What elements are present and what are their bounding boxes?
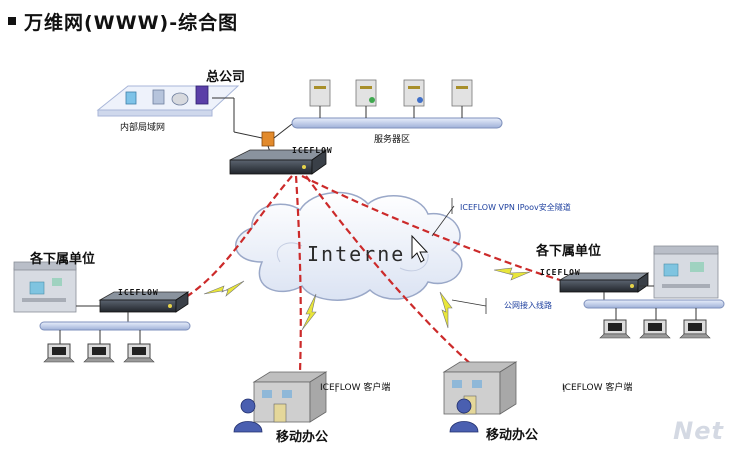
server-icon bbox=[195, 85, 209, 105]
tunnel-branch-right bbox=[301, 175, 561, 282]
label-internet: Interne bbox=[307, 242, 406, 266]
branch-right bbox=[558, 245, 725, 339]
person-icon bbox=[233, 398, 263, 433]
branch-left-bus bbox=[39, 321, 191, 331]
building-icon bbox=[653, 245, 719, 299]
label-public-line: 公网接入线路 bbox=[504, 301, 552, 310]
callout-lines bbox=[335, 198, 565, 392]
label-mobile-office-left: 移动办公 bbox=[276, 430, 329, 445]
lightning-icon bbox=[493, 267, 531, 281]
label-branch-right: 各下属单位 bbox=[536, 244, 602, 259]
slide-header: 万维网(WWW)-综合图 bbox=[8, 6, 238, 36]
mobile-office-right bbox=[442, 361, 518, 433]
person-icon bbox=[449, 398, 479, 433]
label-device-hq: ICEFLOW bbox=[292, 146, 333, 155]
computer-icon bbox=[639, 308, 671, 339]
router-hq bbox=[229, 149, 328, 175]
label-internal-lan: 内部局域网 bbox=[120, 123, 166, 133]
internal-lan bbox=[96, 85, 240, 132]
tunnel-mobile-left bbox=[294, 175, 302, 373]
server-icon bbox=[309, 79, 331, 118]
vpn-tunnels bbox=[177, 175, 561, 373]
tunnel-branch-left bbox=[177, 175, 293, 303]
branch-right-bus bbox=[583, 299, 725, 309]
cursor-icon bbox=[411, 234, 429, 263]
server-icon bbox=[355, 79, 377, 118]
computer-icon bbox=[123, 330, 155, 363]
watermark-logo: Net bbox=[673, 417, 724, 445]
server-icon bbox=[451, 79, 473, 118]
computer-icon bbox=[679, 308, 711, 339]
building-icon bbox=[252, 371, 328, 423]
tunnel-mobile-right bbox=[305, 175, 481, 373]
server-icon bbox=[152, 89, 165, 105]
label-branch-left: 各下属单位 bbox=[30, 252, 96, 267]
computer-icon bbox=[125, 91, 137, 105]
page-title: 万维网(WWW)-综合图 bbox=[24, 11, 239, 34]
label-device-left: ICEFLOW bbox=[118, 288, 159, 297]
building-icon bbox=[442, 361, 518, 415]
label-mobile-office-right: 移动办公 bbox=[486, 428, 539, 443]
title-bullet bbox=[8, 17, 16, 25]
firewall-icon bbox=[233, 123, 293, 153]
mobile-office-left bbox=[233, 371, 328, 433]
computer-icon bbox=[83, 330, 115, 363]
computer-icon bbox=[599, 308, 631, 339]
label-device-right: ICEFLOW bbox=[540, 268, 581, 277]
lightning-icon bbox=[301, 293, 317, 331]
lightning-icon bbox=[439, 291, 453, 329]
server-icon bbox=[403, 79, 425, 118]
server-zone bbox=[291, 79, 503, 129]
router-branch-left bbox=[98, 291, 190, 313]
label-client-right: ICEFLOW 客户端 bbox=[562, 383, 633, 393]
lightning-icon bbox=[203, 280, 245, 297]
lightning-links bbox=[203, 267, 531, 331]
label-server-zone: 服务器区 bbox=[374, 135, 411, 145]
label-vpn-tunnel: ICEFLOW VPN IPoov安全隧道 bbox=[460, 203, 571, 212]
server-zone-bus bbox=[291, 117, 503, 129]
label-hq: 总公司 bbox=[206, 70, 246, 85]
label-client-left: ICEFLOW 客户端 bbox=[320, 383, 391, 393]
storage-icon bbox=[171, 92, 189, 106]
branch-left bbox=[13, 261, 191, 363]
router-branch-right bbox=[558, 272, 650, 293]
building-icon bbox=[13, 261, 77, 313]
computer-icon bbox=[43, 330, 75, 363]
